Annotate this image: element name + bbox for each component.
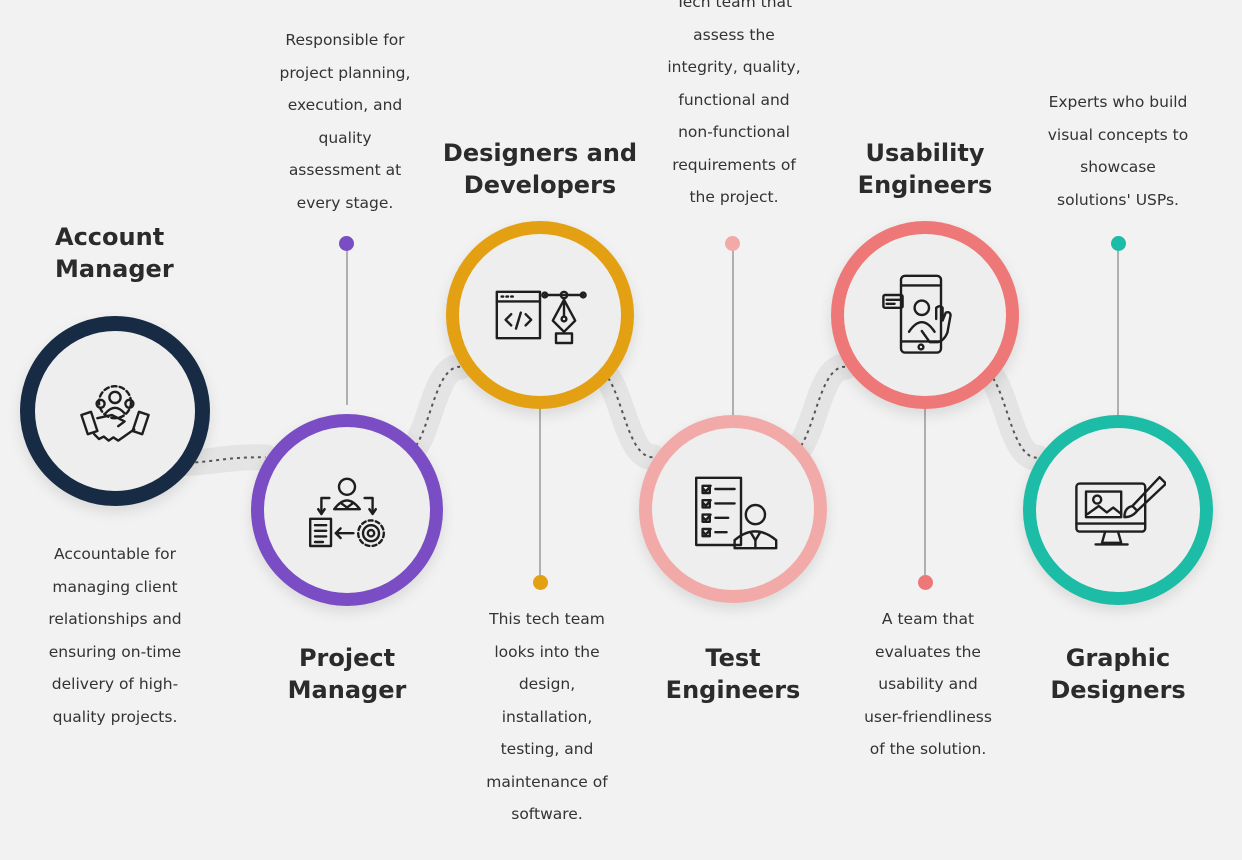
project-manager-circle — [251, 414, 443, 606]
usability-engineers-description-line: user-friendliness — [864, 707, 992, 726]
project-manager-description: Responsible for project planning, executio… — [245, 24, 445, 219]
designers-developers-title-line: Designers and — [442, 139, 638, 167]
connector-dashed-line — [976, 365, 1038, 459]
account-manager-description-line: quality projects. — [52, 707, 178, 726]
project-manager-marker-dot — [338, 235, 354, 251]
manager-workflow-icon — [309, 477, 385, 548]
project-manager-title-line: Project — [298, 644, 396, 672]
graphic-designers-marker-dot — [1110, 235, 1126, 251]
account-manager-description-line: delivery of high- — [51, 675, 179, 693]
test-engineers-description-line: Tech team that — [675, 0, 793, 11]
graphic-designers-title-line: Designers — [1050, 676, 1186, 704]
designers-developers-circle — [446, 221, 634, 409]
connector-dashed-line — [591, 365, 654, 459]
designers-developers-description-line: looks into the — [494, 642, 600, 661]
usability-engineers-description-line: usability and — [878, 675, 978, 693]
designers-developers-description-line: testing, and — [500, 740, 594, 758]
designers-developers-description-line: design, — [518, 675, 576, 693]
connector-dashed-line — [784, 365, 846, 459]
test-engineers-description-line: functional and — [678, 90, 790, 109]
project-manager-description-line: execution, and — [287, 96, 403, 114]
test-engineers-title-line: Engineers — [665, 676, 801, 704]
test-engineers-description: Tech team that assess the integrity, quali… — [634, 0, 834, 214]
test-engineers-title-line: Test — [705, 644, 761, 672]
usability-engineers-description-line: evaluates the — [875, 642, 981, 661]
usability-engineers-title-line: Engineers — [857, 171, 993, 199]
project-manager-description-line: assessment at — [288, 161, 402, 179]
account-manager-title-line: Manager — [55, 255, 174, 283]
project-manager-description-line: project planning, — [279, 63, 411, 82]
account-manager-description-line: managing client — [52, 577, 178, 596]
designers-developers-description-line: This tech team — [489, 610, 605, 628]
designers-developers-description-line: maintenance of — [486, 772, 608, 791]
monitor-paintbrush-icon — [1075, 476, 1166, 546]
designers-developers-title-line: Developers — [463, 171, 617, 199]
project-manager-title-line: Manager — [287, 676, 407, 704]
project-manager-description-line: every stage. — [296, 193, 394, 212]
project-manager-description-line: Responsible for — [285, 31, 405, 49]
graphic-designers-description-line: showcase — [1080, 158, 1156, 176]
connector-dashed-line — [167, 456, 266, 465]
designers-developers-description: This tech team looks into the design, insta… — [447, 603, 647, 831]
graphic-designers-title-line: Graphic — [1065, 644, 1171, 672]
usability-engineers-description-line: of the solution. — [869, 740, 987, 758]
test-engineers-circle — [639, 415, 827, 603]
usability-engineers-title-line: Usability — [865, 139, 985, 167]
graphic-designers-description-line: solutions' USPs. — [1057, 190, 1179, 209]
usability-engineers-description-line: A team that — [881, 610, 975, 628]
account-manager-description-line: Accountable for — [53, 545, 176, 563]
test-engineers-description-line: integrity, quality, — [667, 58, 801, 76]
account-manager-description-line: ensuring on-time — [48, 642, 182, 661]
account-manager-description: Accountable for managing client relationsh… — [0, 538, 235, 733]
project-manager-description-line: quality — [318, 128, 372, 147]
graphic-designers-description-line: visual concepts to — [1047, 125, 1189, 144]
graphic-designers-circle — [1023, 415, 1213, 605]
test-engineers-description-line: non-functional — [678, 123, 790, 141]
test-engineers-description-line: the project. — [689, 188, 779, 206]
usability-engineers-marker-dot — [917, 574, 933, 590]
designers-developers-description-line: installation, — [501, 707, 593, 726]
graphic-designers-description-line: Experts who build — [1048, 93, 1188, 111]
test-engineers-description-line: assess the — [693, 25, 775, 44]
connector-dashed-line — [399, 365, 461, 459]
test-engineers-description-line: requirements of — [672, 155, 796, 174]
team-handshake-icon — [80, 385, 150, 442]
checklist-engineer-icon — [695, 476, 778, 550]
usability-engineers-description: A team that evaluates the usability and use… — [828, 603, 1028, 766]
account-manager-title-line: Account — [55, 223, 165, 251]
graphic-designers-description: Experts who build visual concepts to showc… — [1018, 86, 1218, 216]
account-manager-circle — [20, 316, 210, 506]
mobile-user-touch-icon — [882, 274, 952, 354]
account-manager-description-line: relationships and — [48, 610, 182, 628]
usability-engineers-circle — [831, 221, 1019, 409]
code-pen-tool-icon — [495, 290, 587, 345]
test-engineers-marker-dot — [724, 235, 740, 251]
designers-developers-description-line: software. — [511, 805, 583, 823]
designers-developers-marker-dot — [532, 574, 548, 590]
